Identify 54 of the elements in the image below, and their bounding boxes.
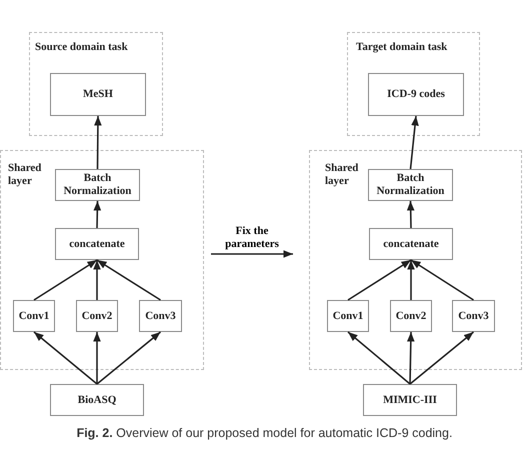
arrow [96,259,161,301]
process-box [13,300,55,332]
box-label: Batch Normalization [376,172,446,198]
box-label: Batch Normalization [62,172,132,198]
arrow [93,200,102,228]
arrow [348,259,412,301]
arrow [211,250,293,258]
box-label: Conv2 [396,310,426,322]
dashed-group-box [0,150,204,370]
arrow [410,259,474,301]
process-box [139,300,182,332]
arrow [93,332,101,384]
box-label: Conv1 [332,310,364,322]
box-label: Conv3 [145,310,176,322]
arrow [406,200,415,228]
process-box [390,300,432,332]
figure-caption: Fig. 2. Overview of our proposed model for automatic ICD-9 coding. [76,426,452,440]
process-box [327,300,369,332]
process-box [55,228,139,260]
box-label: MeSH [83,88,113,101]
dashed-group-box [347,32,480,136]
dashed-group-box [29,32,163,136]
box-label: ICD-9 codes [387,88,445,101]
box-label: BioASQ [78,394,116,406]
dashed-group-box [309,150,522,370]
group-title: Target domain task [356,41,448,54]
group-title: Source domain task [35,41,129,54]
box-label: Conv1 [18,310,50,322]
box-label: Conv2 [82,310,112,322]
arrow [34,331,98,385]
process-box [363,384,457,416]
arrow [34,259,98,301]
group-title: Shared layer [325,162,360,188]
arrow [347,331,411,385]
arrow [406,332,415,384]
process-box [76,300,118,332]
process-box [55,169,140,201]
arrow [93,260,101,300]
process-box [369,228,453,260]
arrow [96,331,161,385]
process-box [452,300,495,332]
process-box [50,384,144,416]
process-box [50,73,146,116]
box-label: MIMIC-III [383,394,437,406]
box-label: concatenate [383,238,439,250]
process-box [368,169,453,201]
arrow [410,116,419,170]
arrow [94,116,102,169]
arrow [410,331,474,385]
box-label: concatenate [69,238,125,250]
arrow [407,260,415,300]
group-title: Shared layer [8,162,42,188]
box-label: Conv3 [458,310,489,322]
process-box [368,73,464,116]
